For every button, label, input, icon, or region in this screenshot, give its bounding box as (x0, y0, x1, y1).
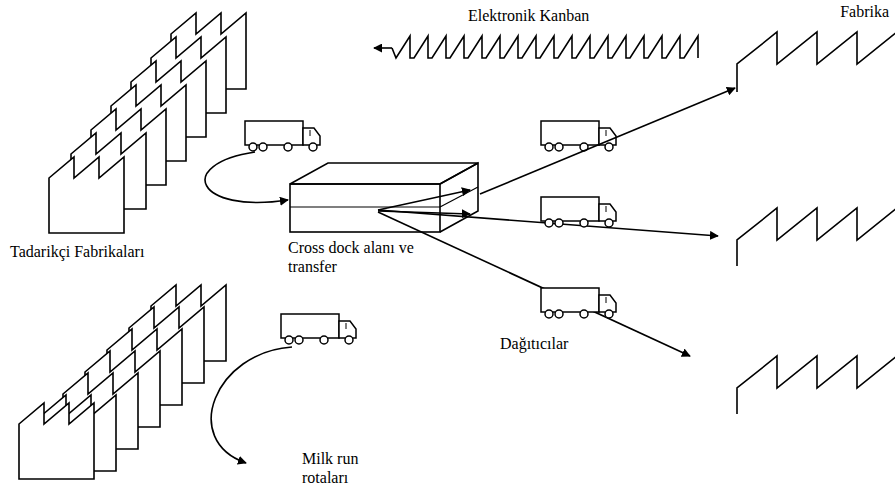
node-text: Tadarikçi Fabrikaları (10, 242, 255, 261)
distributor-label: Dağıtıcılar (500, 334, 610, 353)
truck (541, 288, 616, 318)
truck (541, 121, 616, 151)
truck (245, 121, 320, 151)
factory-shape (735, 24, 895, 96)
flow-arrow (205, 152, 288, 202)
distribution-arrow (378, 211, 470, 214)
supplier-factories (49, 13, 246, 233)
distribution-arrow (378, 212, 690, 356)
supplier-factories (19, 285, 226, 479)
node-text: Cross dock alanı ve transfer (288, 238, 418, 276)
signal-label: Elektronik Kanban (468, 6, 638, 25)
flow-arrow (480, 88, 735, 194)
milk-run-arrow (211, 347, 292, 463)
kanban-signal (392, 36, 698, 58)
factory (737, 208, 895, 266)
cross-dock-shape (288, 160, 480, 234)
factory-node: Fabrika (735, 2, 895, 96)
cross-dock-box: Cross dock alanı ve transfer (288, 160, 480, 290)
kanban-arrow (374, 47, 392, 49)
factory (737, 356, 895, 414)
node-text: Fabrika (735, 2, 895, 21)
route-label: Milk run rotaları (302, 449, 382, 487)
truck (541, 197, 616, 227)
truck (281, 314, 356, 344)
supplier-group: Tadarikçi Fabrikaları (10, 10, 255, 265)
